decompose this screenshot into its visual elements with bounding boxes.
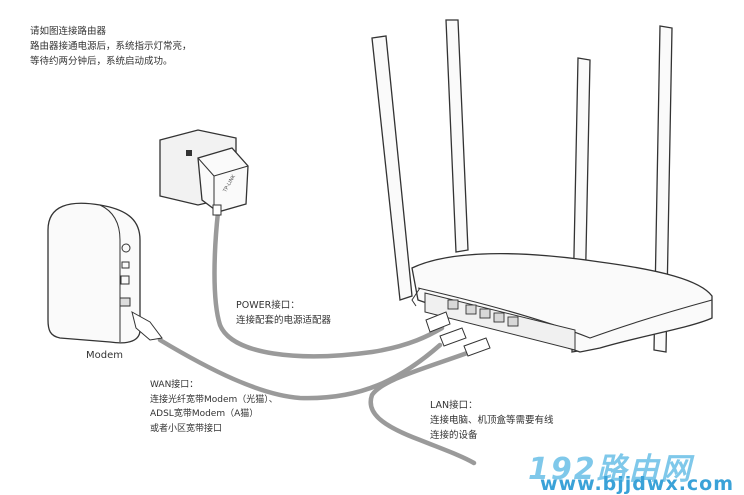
power-port-label: POWER接口： 连接配套的电源适配器 <box>236 298 331 328</box>
router-connectors <box>425 311 491 357</box>
wan-desc-3: 或者小区宽带接口 <box>150 423 223 434</box>
wan-cable <box>157 337 443 401</box>
power-cable <box>212 209 445 359</box>
lan-desc-1: 连接电脑、机顶盒等需要有线 <box>430 415 554 426</box>
wan-title: WAN接口： <box>150 380 199 390</box>
intro-line-1: 请如图连接路由器 <box>30 26 107 37</box>
intro-line-2: 路由器接通电源后，系统指示灯常亮， <box>30 41 192 52</box>
watermark-url: www.bjjdwx.com <box>540 473 735 495</box>
modem-label: Modem <box>86 350 123 361</box>
modem <box>47 202 163 344</box>
lan-desc-2: 连接的设备 <box>430 430 478 441</box>
wan-desc-1: 连接光纤宽带Modem（光猫）、 <box>150 394 278 405</box>
power-desc: 连接配套的电源适配器 <box>236 315 332 326</box>
wan-port-label: WAN接口： 连接光纤宽带Modem（光猫）、 ADSL宽带Modem（A猫） … <box>150 378 278 436</box>
site-watermark: 192路由网 www.bjjdwx.com <box>528 444 733 495</box>
lan-cable <box>368 349 477 466</box>
router <box>411 253 713 353</box>
watermark-title: 192路由网 <box>528 452 693 487</box>
intro-line-3: 等待约两分钟后，系统启动成功。 <box>30 56 173 67</box>
lan-title: LAN接口： <box>430 400 478 411</box>
power-title: POWER接口： <box>236 300 300 311</box>
wan-desc-2: ADSL宽带Modem（A猫） <box>150 409 259 419</box>
lan-port-label: LAN接口： 连接电脑、机顶盒等需要有线 连接的设备 <box>430 398 554 443</box>
intro-text: 请如图连接路由器 路由器接通电源后，系统指示灯常亮， 等待约两分钟后，系统启动成… <box>30 24 192 69</box>
power-adapter: TP-LINK <box>197 147 249 216</box>
